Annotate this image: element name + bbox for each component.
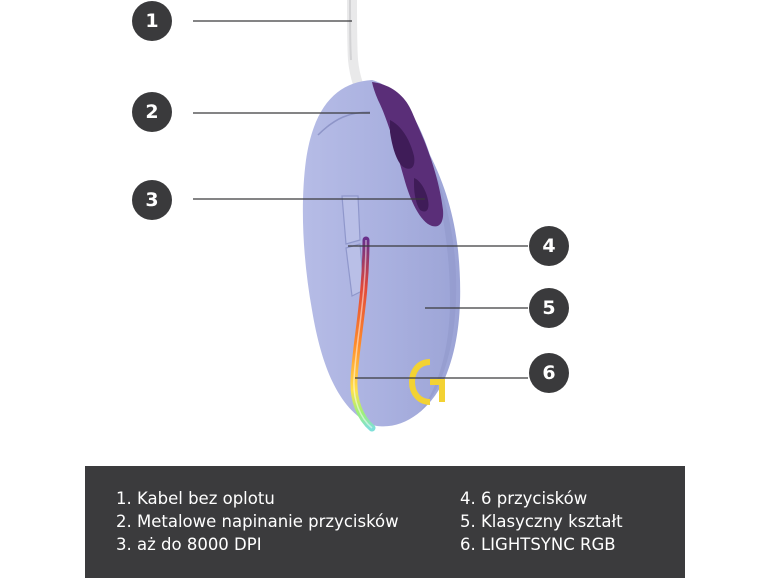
feature-legend: 1. Kabel bez oplotu 2. Metalowe napinani… xyxy=(85,466,685,578)
legend-item-3: 3. aż do 8000 DPI xyxy=(116,535,262,554)
button-seam xyxy=(317,111,371,136)
callout-1: 1 xyxy=(132,1,172,41)
product-diagram: 1 2 3 4 5 6 xyxy=(132,0,569,432)
cable xyxy=(347,0,363,89)
callout-3: 3 xyxy=(132,180,172,220)
legend-item-2: 2. Metalowe napinanie przycisków xyxy=(116,512,399,531)
callout-4: 4 xyxy=(529,226,569,266)
legend-column-left: 1. Kabel bez oplotu 2. Metalowe napinani… xyxy=(116,487,399,556)
side-buttons xyxy=(341,195,361,245)
callout-5: 5 xyxy=(529,288,569,328)
legend-column-right: 4. 6 przycisków 5. Klasyczny kształt 6. … xyxy=(460,487,623,556)
mouse-illustration xyxy=(193,0,528,432)
mouse-body xyxy=(302,80,461,427)
legend-item-5: 5. Klasyczny kształt xyxy=(460,512,623,531)
callout-2: 2 xyxy=(132,92,172,132)
legend-item-6: 6. LIGHTSYNC RGB xyxy=(460,535,616,554)
logitech-g-logo-icon xyxy=(408,359,445,405)
legend-item-4: 4. 6 przycisków xyxy=(460,489,588,508)
legend-item-1: 1. Kabel bez oplotu xyxy=(116,489,275,508)
callout-6: 6 xyxy=(529,353,569,393)
